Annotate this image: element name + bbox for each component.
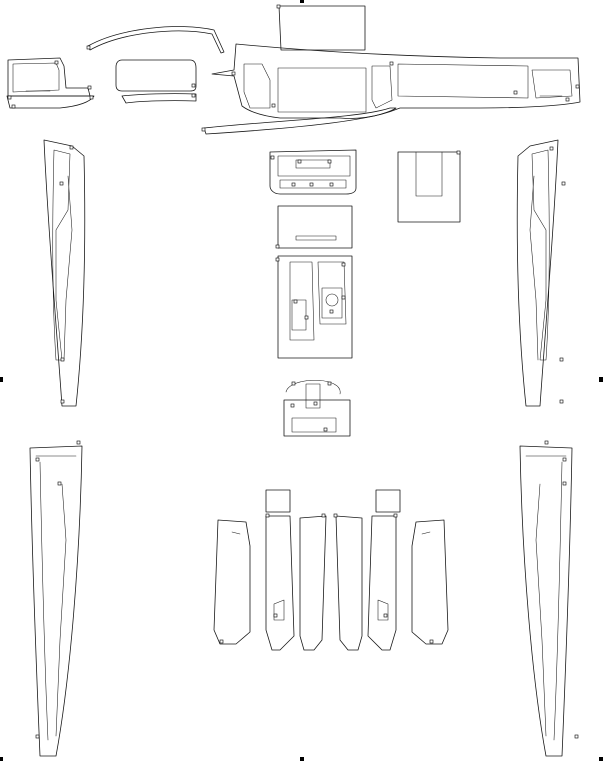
console-rectangular-cover[interactable]: [397, 150, 461, 223]
top-center-screen-panel[interactable]: [276, 4, 366, 51]
center-small-panel[interactable]: [115, 59, 197, 92]
small-square-piece-right[interactable]: [375, 489, 401, 513]
dashboard-lower-long-strip[interactable]: [201, 107, 397, 135]
door-handle-panel-6[interactable]: [411, 519, 449, 645]
climate-control-panel[interactable]: [269, 149, 357, 195]
left-dash-arc-strip[interactable]: [86, 26, 225, 54]
left-cluster-bezel[interactable]: [7, 57, 92, 97]
rear-console-panel[interactable]: [283, 379, 351, 437]
door-handle-panel-3[interactable]: [299, 513, 327, 651]
main-dashboard-panel[interactable]: [211, 43, 581, 119]
door-handle-panel-4[interactable]: [333, 513, 363, 651]
registration-mark-bottom: [300, 757, 304, 761]
registration-mark-top: [300, 0, 304, 3]
center-small-curved-strip[interactable]: [121, 93, 197, 104]
left-front-door-strip[interactable]: [43, 139, 86, 407]
console-storage-plate[interactable]: [275, 205, 353, 249]
registration-mark-right: [599, 377, 603, 382]
left-rear-door-strip[interactable]: [29, 440, 83, 757]
gear-shift-console-panel[interactable]: [275, 255, 353, 359]
right-front-door-strip[interactable]: [516, 139, 566, 407]
registration-mark-bottom-left: [0, 757, 3, 761]
left-cluster-lower-trim[interactable]: [6, 95, 95, 109]
door-handle-panel-1[interactable]: [213, 519, 251, 645]
registration-mark-bottom-right: [599, 757, 603, 761]
right-rear-door-strip[interactable]: [519, 440, 579, 757]
door-handle-panel-5[interactable]: [367, 513, 398, 651]
registration-mark-left: [0, 377, 3, 382]
small-square-piece-left[interactable]: [265, 489, 291, 513]
door-handle-panel-2[interactable]: [265, 513, 295, 651]
